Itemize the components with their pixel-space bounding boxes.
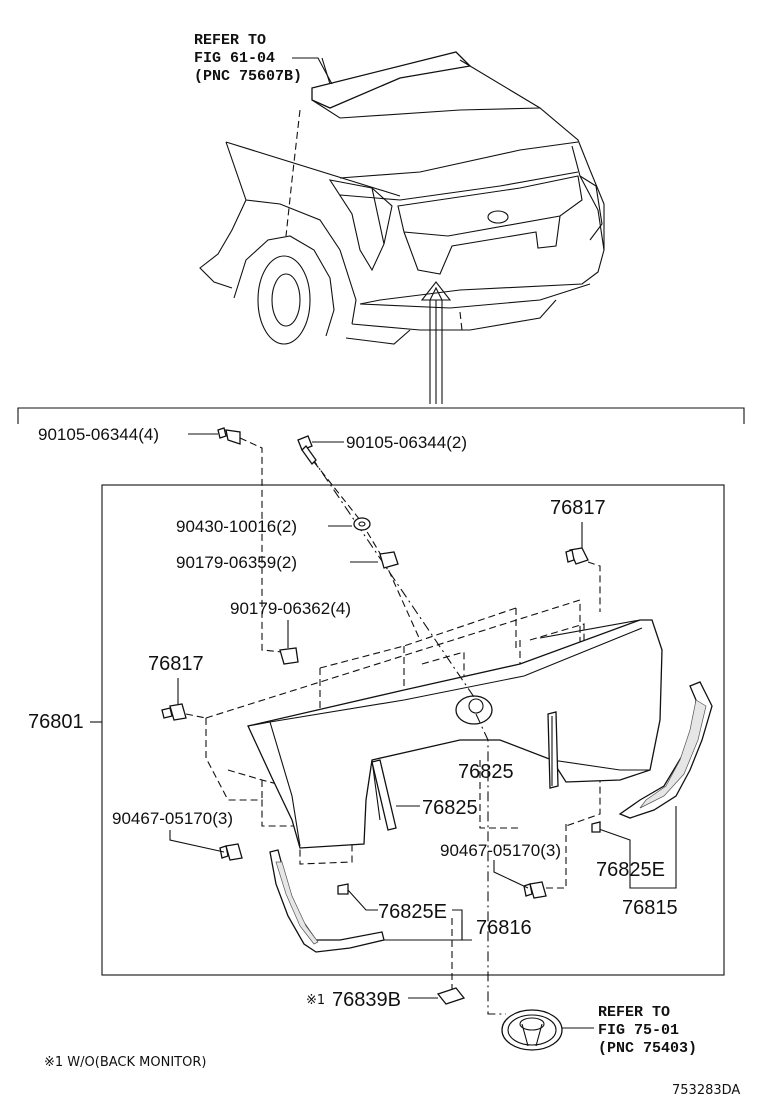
part-label-nut-upper: 90179-06359(2) bbox=[176, 553, 297, 572]
moulding-right bbox=[591, 681, 713, 889]
emblem bbox=[501, 1009, 594, 1051]
part-label-screw-right: 90105-06344(2) bbox=[346, 433, 467, 452]
refer-spoiler-line1: REFER TO bbox=[194, 32, 266, 49]
refer-emblem-line3: (PNC 75403) bbox=[598, 1040, 697, 1057]
part-label-clip-lower-right: 90467-05170(3) bbox=[440, 841, 561, 860]
washer bbox=[328, 517, 371, 531]
part-label-cap-right: 76825E bbox=[596, 859, 665, 881]
garnish-frame bbox=[101, 484, 725, 976]
refer-emblem-line1: REFER TO bbox=[598, 1004, 670, 1021]
screw-right bbox=[297, 435, 421, 641]
clip-lower-left bbox=[169, 830, 243, 861]
clip-right bbox=[565, 522, 601, 612]
assembly-bracket bbox=[17, 407, 745, 424]
part-label-clip-right: 76817 bbox=[550, 497, 606, 519]
refer-emblem-line2: FIG 75-01 bbox=[598, 1022, 679, 1039]
part-label-cap-left: 76825E bbox=[378, 901, 447, 923]
vehicle-rear-view bbox=[199, 51, 605, 404]
part-label-moulding-left: 76816 bbox=[476, 917, 532, 939]
camera-cover bbox=[408, 987, 466, 1005]
part-label-nut-lower: 90179-06362(4) bbox=[230, 599, 351, 618]
part-label-seal-left: 76825 bbox=[422, 797, 478, 819]
refer-spoiler-line3: (PNC 75607B) bbox=[194, 68, 302, 85]
seal-right bbox=[547, 711, 559, 789]
part-label-washer: 90430-10016(2) bbox=[176, 517, 297, 536]
clip-lower-right bbox=[493, 820, 567, 899]
part-label-camera-cover-mark: ※1 bbox=[306, 993, 325, 1008]
refer-spoiler-note: REFER TO FIG 61-04 (PNC 75607B) bbox=[194, 32, 333, 85]
screw-left bbox=[188, 427, 283, 653]
part-label-clip-lower-left: 90467-05170(3) bbox=[112, 809, 233, 828]
seal-left bbox=[371, 759, 420, 831]
part-label-garnish: 76801 bbox=[28, 711, 84, 733]
refer-emblem-note: REFER TO FIG 75-01 (PNC 75403) bbox=[598, 1004, 697, 1057]
moulding-left bbox=[269, 849, 472, 992]
nut-lower bbox=[279, 620, 299, 665]
part-label-screw-left: 90105-06344(4) bbox=[38, 425, 159, 444]
nut-upper bbox=[350, 551, 399, 569]
part-label-seal-right: 76825 bbox=[458, 761, 514, 783]
diagram-id: 753283DA bbox=[672, 1083, 740, 1098]
refer-spoiler-line2: FIG 61-04 bbox=[194, 50, 275, 67]
footnote: ※1 W/O(BACK MONITOR) bbox=[44, 1055, 206, 1070]
part-label-moulding-right: 76815 bbox=[622, 897, 678, 919]
clip-left bbox=[161, 678, 207, 721]
part-label-clip-left: 76817 bbox=[148, 653, 204, 675]
part-label-camera-cover: 76839B bbox=[332, 989, 401, 1011]
